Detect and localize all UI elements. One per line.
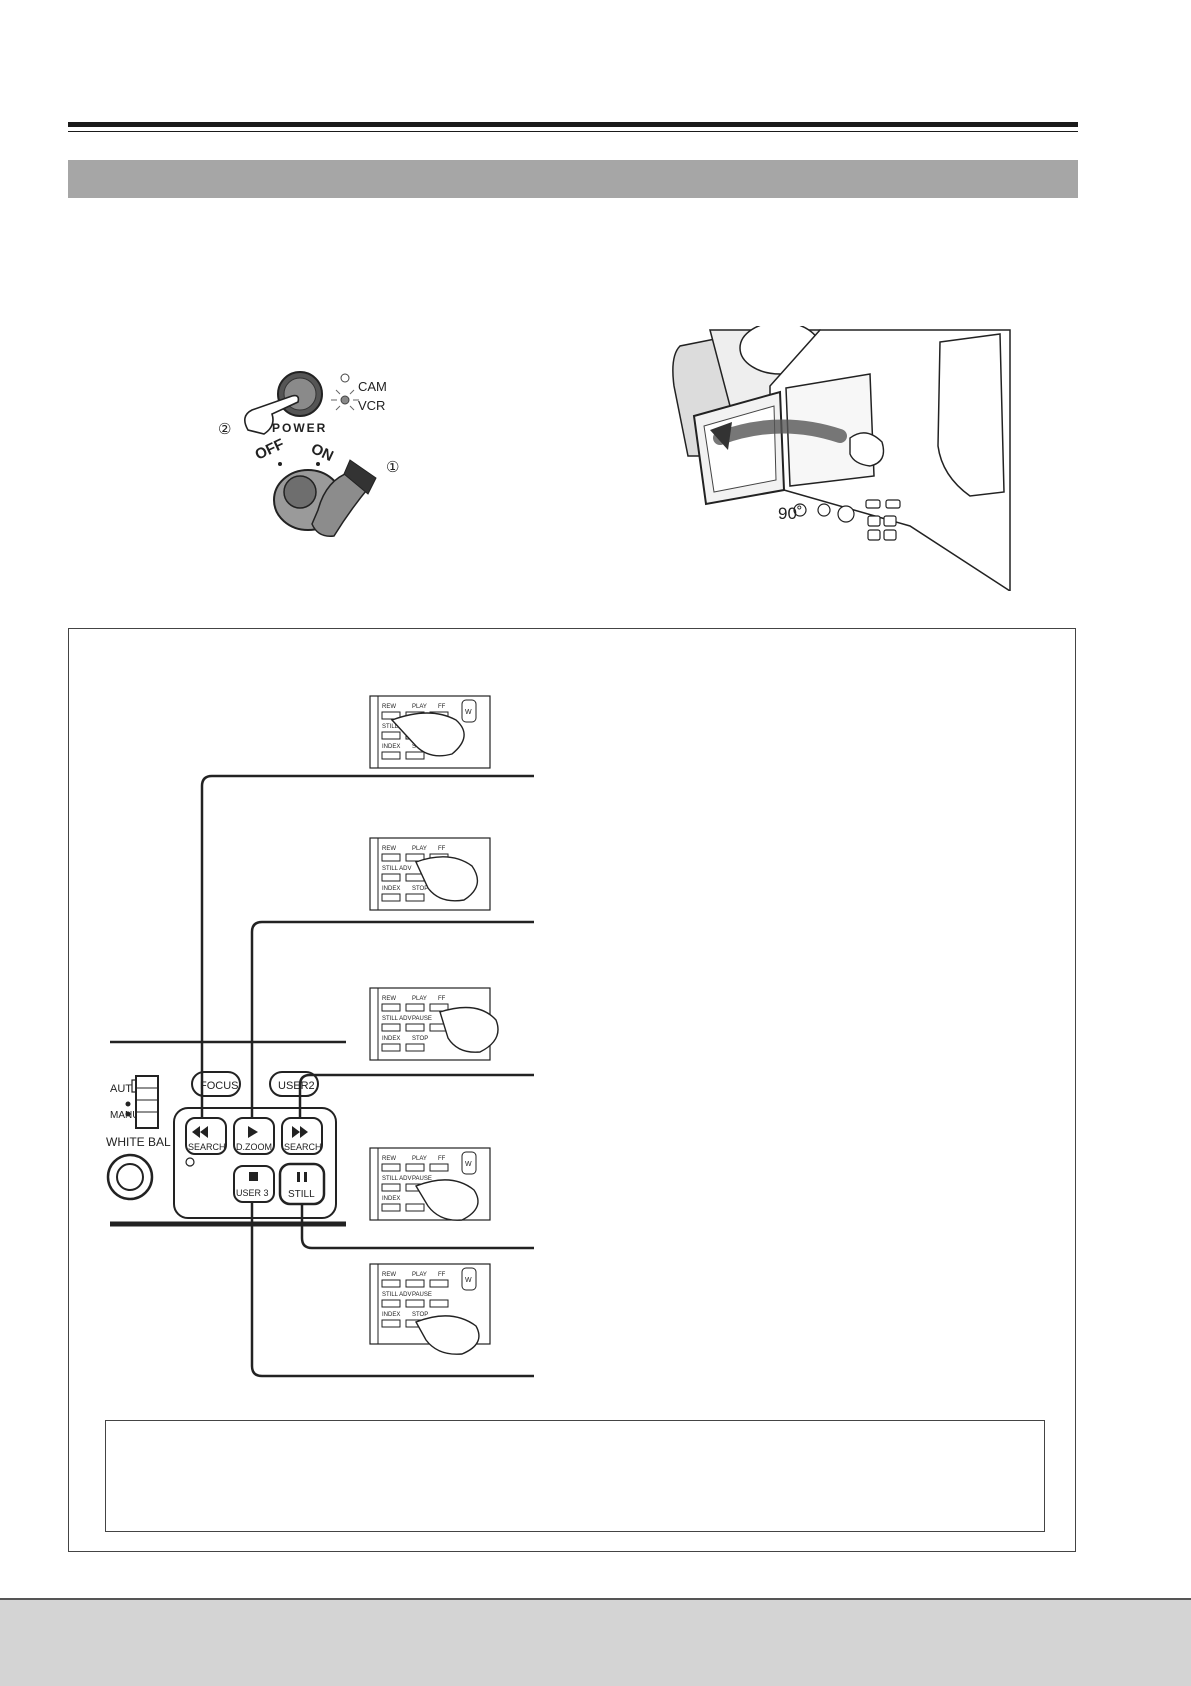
remote-play-thumbnail: REW PLAY FF STILL ADV INDEX STOP xyxy=(369,837,491,911)
svg-text:PLAY: PLAY xyxy=(412,846,427,852)
operation-panel-box xyxy=(68,628,1076,1552)
dzoom-button xyxy=(233,1117,275,1155)
stop-icon xyxy=(249,1172,258,1181)
svg-text:FF: FF xyxy=(438,1156,446,1162)
header-rule-thick xyxy=(68,122,1078,127)
leader-play xyxy=(250,920,534,1118)
svg-text:FF: FF xyxy=(438,704,446,710)
user3-button xyxy=(233,1165,275,1203)
pressing-finger-icon xyxy=(390,712,465,757)
svg-text:REW: REW xyxy=(382,996,396,1002)
remote-to-camera-diagram: REW PLAY FF STILL ADV INDEX STOP W REW P… xyxy=(106,695,534,1378)
svg-text:STILL ADV: STILL ADV xyxy=(382,1016,411,1022)
svg-text:STILL ADV: STILL ADV xyxy=(382,1292,411,1298)
leader-still xyxy=(300,1204,534,1250)
svg-text:PLAY: PLAY xyxy=(412,996,427,1002)
svg-text:PAUSE: PAUSE xyxy=(412,1016,432,1022)
leader-lines xyxy=(200,774,534,1378)
fast-forward-icon xyxy=(292,1126,308,1138)
svg-text:FF: FF xyxy=(438,996,446,1002)
header-rule-thin xyxy=(68,131,1078,132)
svg-text:W: W xyxy=(465,1277,472,1284)
user3-label: USER 3 xyxy=(236,1188,269,1198)
off-label: OFF xyxy=(253,436,287,464)
svg-text:PAUSE: PAUSE xyxy=(412,1176,432,1182)
hand-pressing-icon xyxy=(244,394,300,435)
svg-text:INDEX: INDEX xyxy=(382,886,400,892)
leader-stop xyxy=(250,1202,534,1378)
svg-text:STILL ADV: STILL ADV xyxy=(382,866,411,872)
finger-icon xyxy=(849,432,885,467)
still-label: STILL xyxy=(288,1189,315,1200)
svg-text:REW: REW xyxy=(382,1272,396,1278)
svg-text:REW: REW xyxy=(382,704,396,710)
leader-rew xyxy=(200,774,534,1118)
pressing-finger-icon xyxy=(415,856,479,902)
remote-stop-thumbnail: REW PLAY FF STILL ADV PAUSE INDEX STOP W xyxy=(369,1263,491,1355)
pressing-finger-icon xyxy=(414,1179,479,1221)
dzoom-label: D.ZOOM xyxy=(236,1142,272,1152)
svg-text:REW: REW xyxy=(382,1156,396,1162)
step-2-marker: ② xyxy=(218,421,231,438)
on-label: ON xyxy=(308,440,336,465)
svg-text:PLAY: PLAY xyxy=(412,704,427,710)
rewind-icon xyxy=(192,1126,208,1138)
cam-lamp-icon xyxy=(340,373,350,383)
search-ff-label: SEARCH xyxy=(284,1142,322,1152)
pressing-finger-icon xyxy=(439,1006,499,1053)
camera-side-panel: AUTO MANUAL WHITE BAL FOCUS USER2 SEARCH… xyxy=(106,1040,346,1227)
power-label: POWER xyxy=(272,421,327,435)
svg-text:STOP: STOP xyxy=(412,1312,428,1318)
svg-text:FF: FF xyxy=(438,1272,446,1278)
remote-ff-thumbnail: REW PLAY FF STILL ADV PAUSE INDEX STOP xyxy=(369,987,499,1061)
remote-pause-thumbnail: REW PLAY FF STILL ADV PAUSE INDEX W xyxy=(369,1147,491,1221)
user2-button xyxy=(269,1071,319,1097)
step-1-marker: ① xyxy=(386,459,399,476)
section-title-band xyxy=(68,160,1078,198)
focus-label: FOCUS xyxy=(200,1080,239,1092)
svg-text:PLAY: PLAY xyxy=(412,1272,427,1278)
thumb-icon xyxy=(311,471,372,537)
svg-text:PAUSE: PAUSE xyxy=(412,1292,432,1298)
pressing-finger-icon xyxy=(414,1315,480,1355)
note-box xyxy=(105,1420,1045,1532)
white-bal-label: WHITE BAL xyxy=(106,1135,171,1149)
vcr-label: VCR xyxy=(358,398,385,413)
power-switch-illustration: CAM VCR POWER ② OFF ON ① xyxy=(218,371,399,537)
svg-text:W: W xyxy=(465,709,472,716)
svg-text:STOP: STOP xyxy=(412,886,428,892)
search-rew-label: SEARCH xyxy=(188,1142,226,1152)
cam-label: CAM xyxy=(358,379,387,394)
angle-label: 90˚ xyxy=(778,504,803,523)
auto-manual-switch xyxy=(135,1075,159,1129)
svg-text:PLAY: PLAY xyxy=(412,1156,427,1162)
vcr-lamp-icon xyxy=(340,395,350,405)
remote-rew-thumbnail: REW PLAY FF STILL ADV INDEX STOP W xyxy=(369,695,491,769)
lcd-open-illustration: 90˚ xyxy=(672,326,1011,591)
open-arrow-icon xyxy=(713,419,847,445)
leader-ff xyxy=(298,1073,534,1118)
svg-text:INDEX: INDEX xyxy=(382,744,400,750)
svg-text:REW: REW xyxy=(382,846,396,852)
svg-text:INDEX: INDEX xyxy=(382,1196,400,1202)
pause-icon xyxy=(297,1172,300,1182)
svg-text:W: W xyxy=(465,1161,472,1168)
svg-text:STILL ADV: STILL ADV xyxy=(382,724,411,730)
manual-label: MANUAL xyxy=(110,1110,152,1121)
user2-label: USER2 xyxy=(278,1080,315,1092)
svg-text:STOP: STOP xyxy=(412,1036,428,1042)
svg-text:STILL ADV: STILL ADV xyxy=(382,1176,411,1182)
svg-text:INDEX: INDEX xyxy=(382,1036,400,1042)
focus-button xyxy=(191,1071,241,1097)
footer-band xyxy=(0,1598,1191,1686)
svg-text:INDEX: INDEX xyxy=(382,1312,400,1318)
svg-text:FF: FF xyxy=(438,846,446,852)
play-icon xyxy=(248,1126,258,1138)
